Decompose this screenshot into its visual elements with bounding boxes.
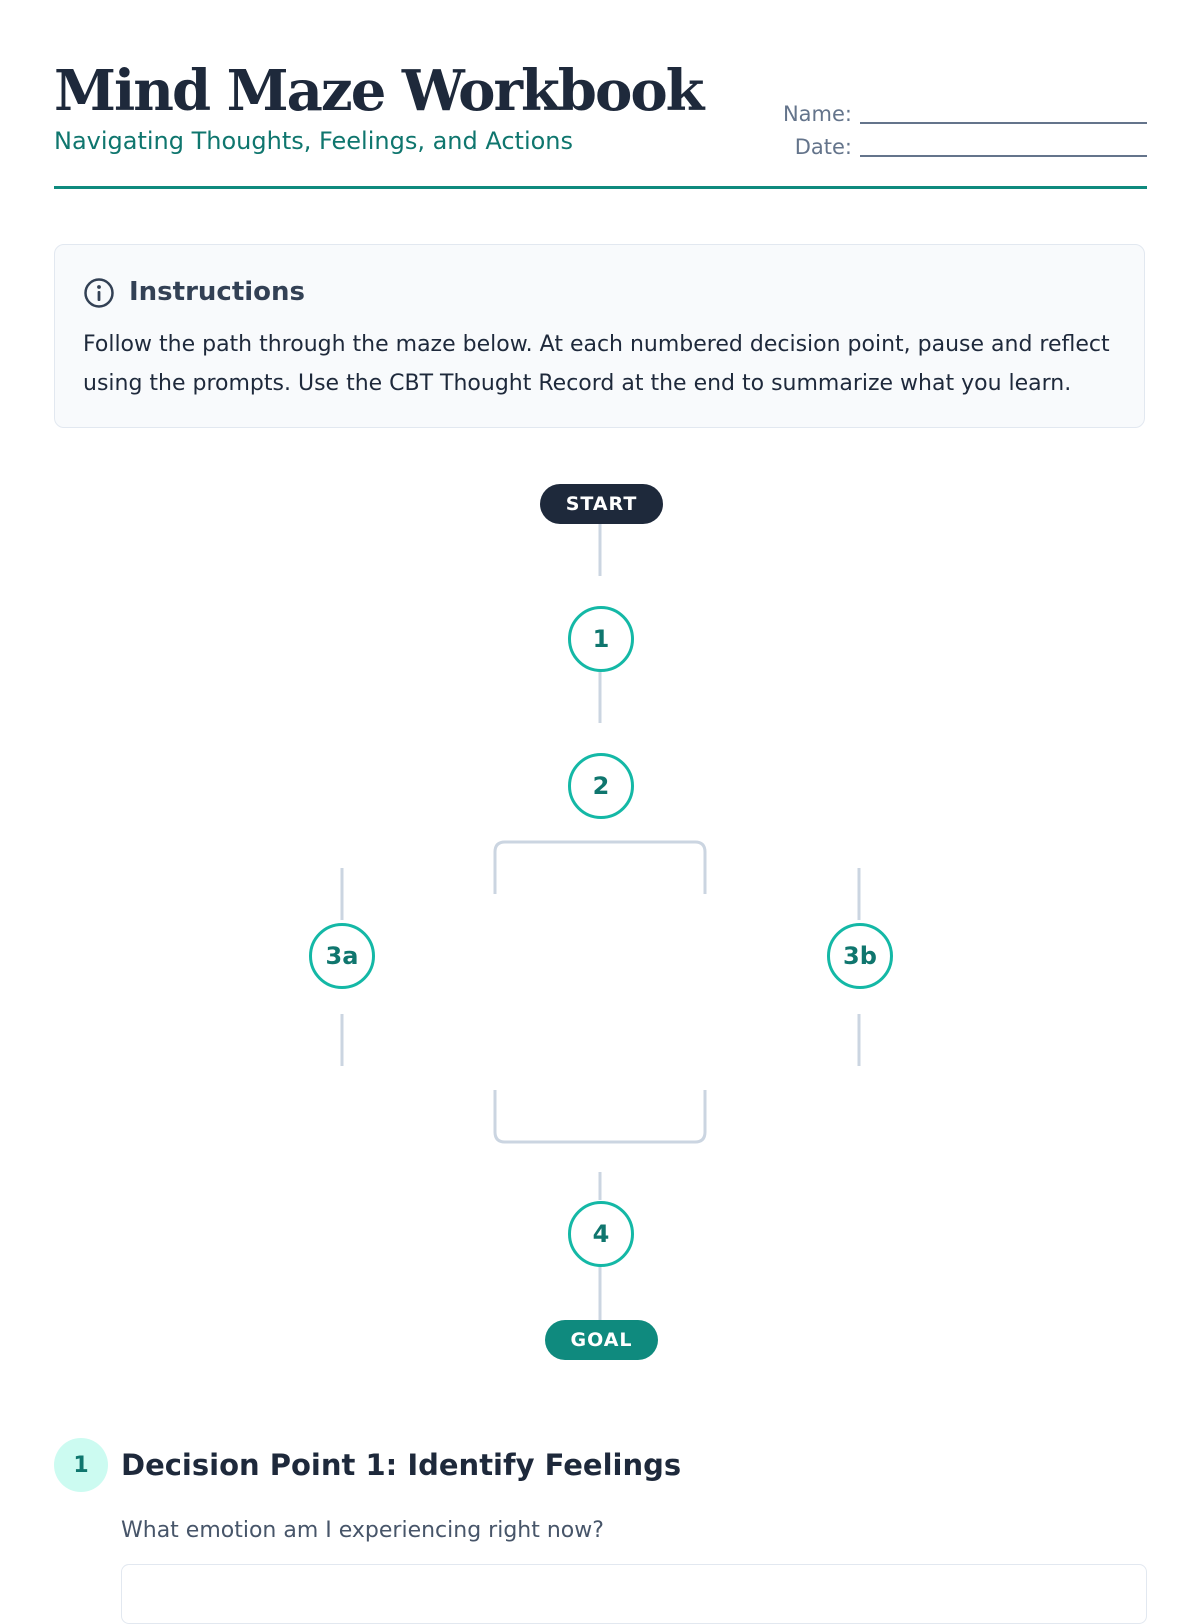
decision-point-number-badge: 1 bbox=[54, 1438, 108, 1492]
instructions-heading: Instructions bbox=[129, 277, 306, 307]
name-row: Name: bbox=[767, 94, 1147, 127]
page-title: Mind Maze Workbook bbox=[54, 58, 704, 124]
page-header: Mind Maze Workbook Navigating Thoughts, … bbox=[54, 52, 1147, 190]
maze-node-2: 2 bbox=[568, 753, 634, 819]
maze-node-4: 4 bbox=[568, 1201, 634, 1267]
date-field[interactable] bbox=[860, 135, 1147, 157]
name-field[interactable] bbox=[860, 102, 1147, 124]
maze-node-3a: 3a bbox=[309, 923, 375, 989]
decision-point-prompt: What emotion am I experiencing right now… bbox=[121, 1518, 604, 1543]
maze-node-1: 1 bbox=[568, 606, 634, 672]
decision-point-heading: Decision Point 1: Identify Feelings bbox=[121, 1448, 682, 1482]
maze-goal-label: GOAL bbox=[545, 1320, 658, 1360]
date-row: Date: bbox=[767, 127, 1147, 160]
instructions-text: Follow the path through the maze below. … bbox=[83, 332, 1110, 396]
decision-point-response-field[interactable] bbox=[121, 1564, 1147, 1624]
page-subtitle: Navigating Thoughts, Feelings, and Actio… bbox=[54, 127, 574, 155]
header-divider bbox=[54, 186, 1147, 189]
name-label: Name: bbox=[782, 102, 852, 126]
path-merge-bottom bbox=[493, 1090, 707, 1144]
path-2-branch-top bbox=[493, 840, 707, 894]
name-date-fields: Name: Date: bbox=[767, 94, 1147, 160]
info-icon bbox=[84, 278, 114, 308]
maze-paths bbox=[340, 524, 861, 1320]
date-label: Date: bbox=[794, 135, 852, 159]
maze-diagram: START 1 2 3a 3b 4 GOAL bbox=[0, 470, 1200, 1370]
maze-start-label: START bbox=[540, 484, 663, 524]
maze-node-3b: 3b bbox=[827, 923, 893, 989]
instructions-panel: Instructions Follow the path through the… bbox=[54, 244, 1145, 428]
